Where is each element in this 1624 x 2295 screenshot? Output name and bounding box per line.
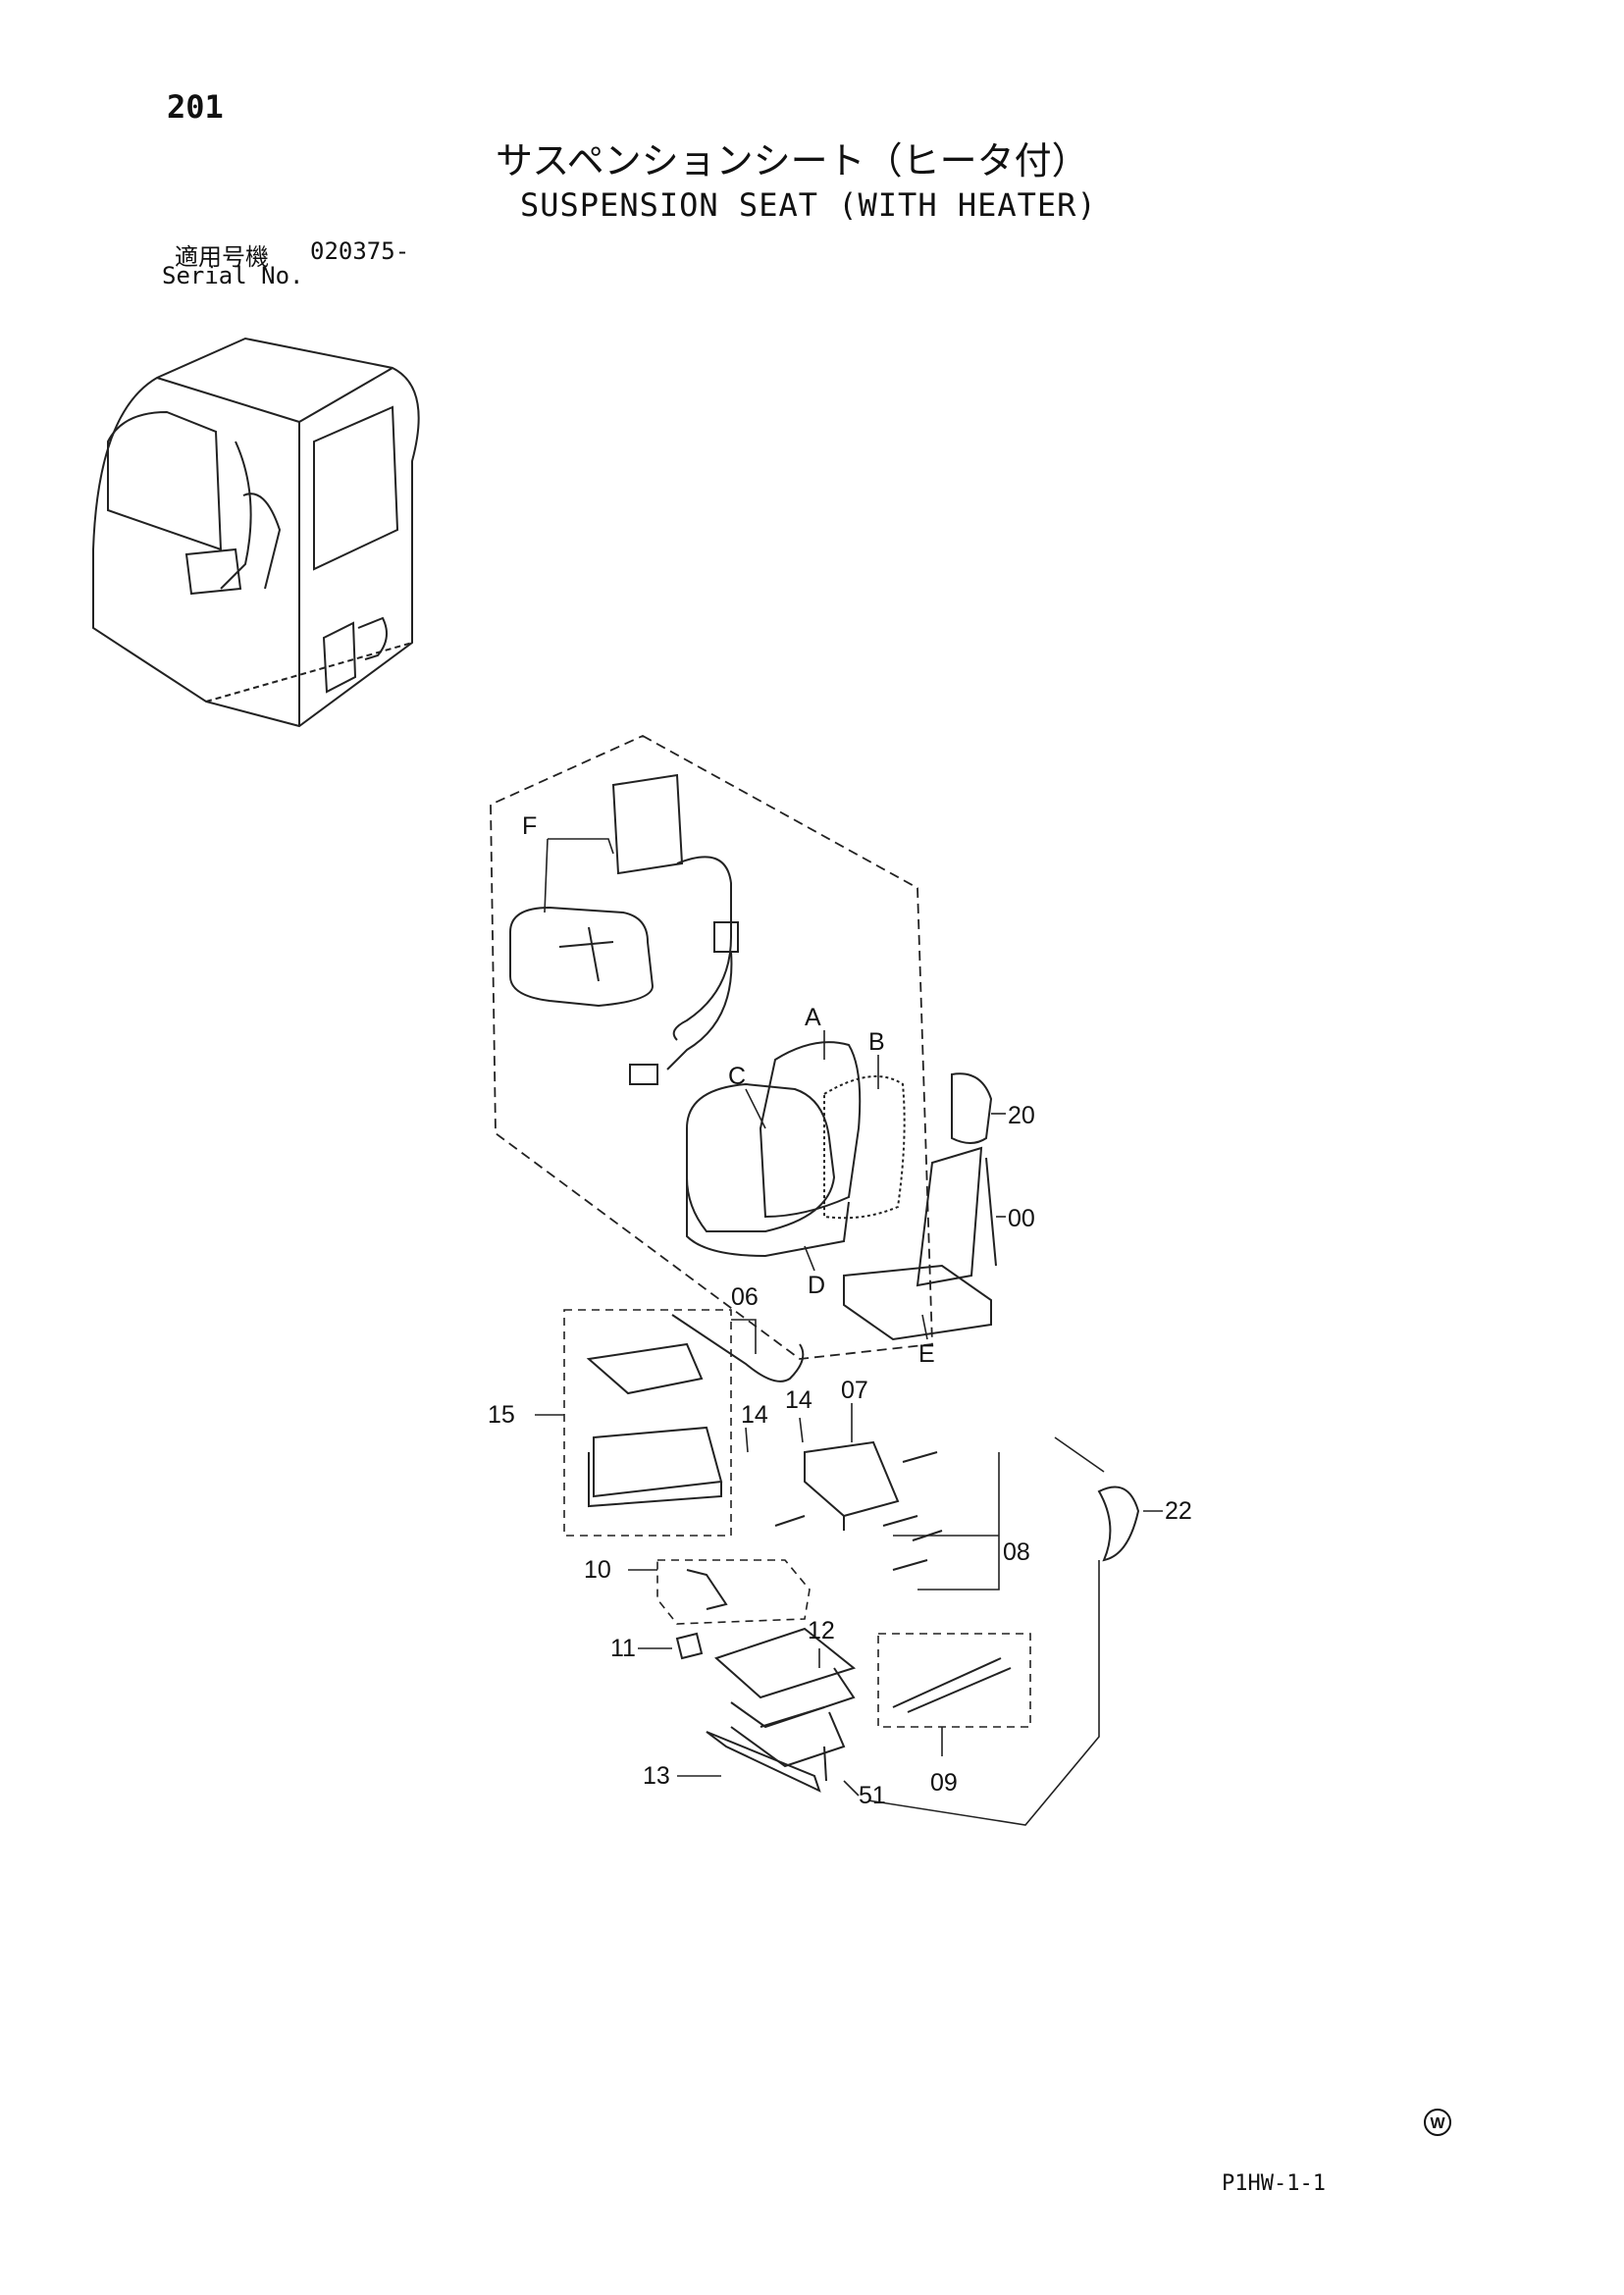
callout-14-lower: 14 bbox=[741, 1401, 768, 1429]
title-english: SUSPENSION SEAT (WITH HEATER) bbox=[520, 186, 1097, 224]
callout-51: 51 bbox=[859, 1782, 886, 1809]
callout-A: A bbox=[805, 1004, 821, 1031]
title-japanese: サスペンションシート（ヒータ付） bbox=[496, 139, 1089, 183]
callout-15: 15 bbox=[488, 1401, 515, 1429]
callout-E: E bbox=[918, 1340, 935, 1368]
callout-14-upper: 14 bbox=[785, 1386, 812, 1414]
callout-11: 11 bbox=[610, 1635, 636, 1662]
serial-number-range: 020375- bbox=[310, 237, 410, 265]
callout-20: 20 bbox=[1008, 1102, 1035, 1129]
watermark-w-letter: W bbox=[1430, 2115, 1445, 2132]
callout-13: 13 bbox=[643, 1762, 670, 1790]
callout-10: 10 bbox=[584, 1556, 611, 1584]
watermark-w-icon: W bbox=[1423, 2108, 1452, 2137]
page-code: P1HW-1-1 bbox=[1222, 2171, 1326, 2196]
callout-C: C bbox=[728, 1063, 746, 1090]
callout-07: 07 bbox=[841, 1377, 868, 1404]
callout-D: D bbox=[808, 1272, 825, 1299]
callout-12: 12 bbox=[808, 1617, 835, 1644]
serial-label-english: Serial No. bbox=[162, 262, 304, 289]
callout-09: 09 bbox=[930, 1769, 958, 1797]
callout-22: 22 bbox=[1165, 1497, 1192, 1525]
serial-label-japanese: 適用号機 bbox=[175, 243, 269, 271]
cab-overview-illustration bbox=[92, 337, 420, 728]
callout-00: 00 bbox=[1008, 1205, 1035, 1232]
callout-F: F bbox=[522, 812, 537, 840]
page-number: 201 bbox=[167, 88, 224, 126]
group-10-boundary bbox=[656, 1559, 811, 1625]
heater-kit-boundary bbox=[490, 734, 933, 1360]
group-09-boundary bbox=[877, 1633, 1031, 1728]
callout-08: 08 bbox=[1003, 1539, 1030, 1566]
callout-06: 06 bbox=[731, 1283, 759, 1311]
group-15-boundary bbox=[563, 1309, 732, 1537]
callout-B: B bbox=[868, 1028, 885, 1056]
